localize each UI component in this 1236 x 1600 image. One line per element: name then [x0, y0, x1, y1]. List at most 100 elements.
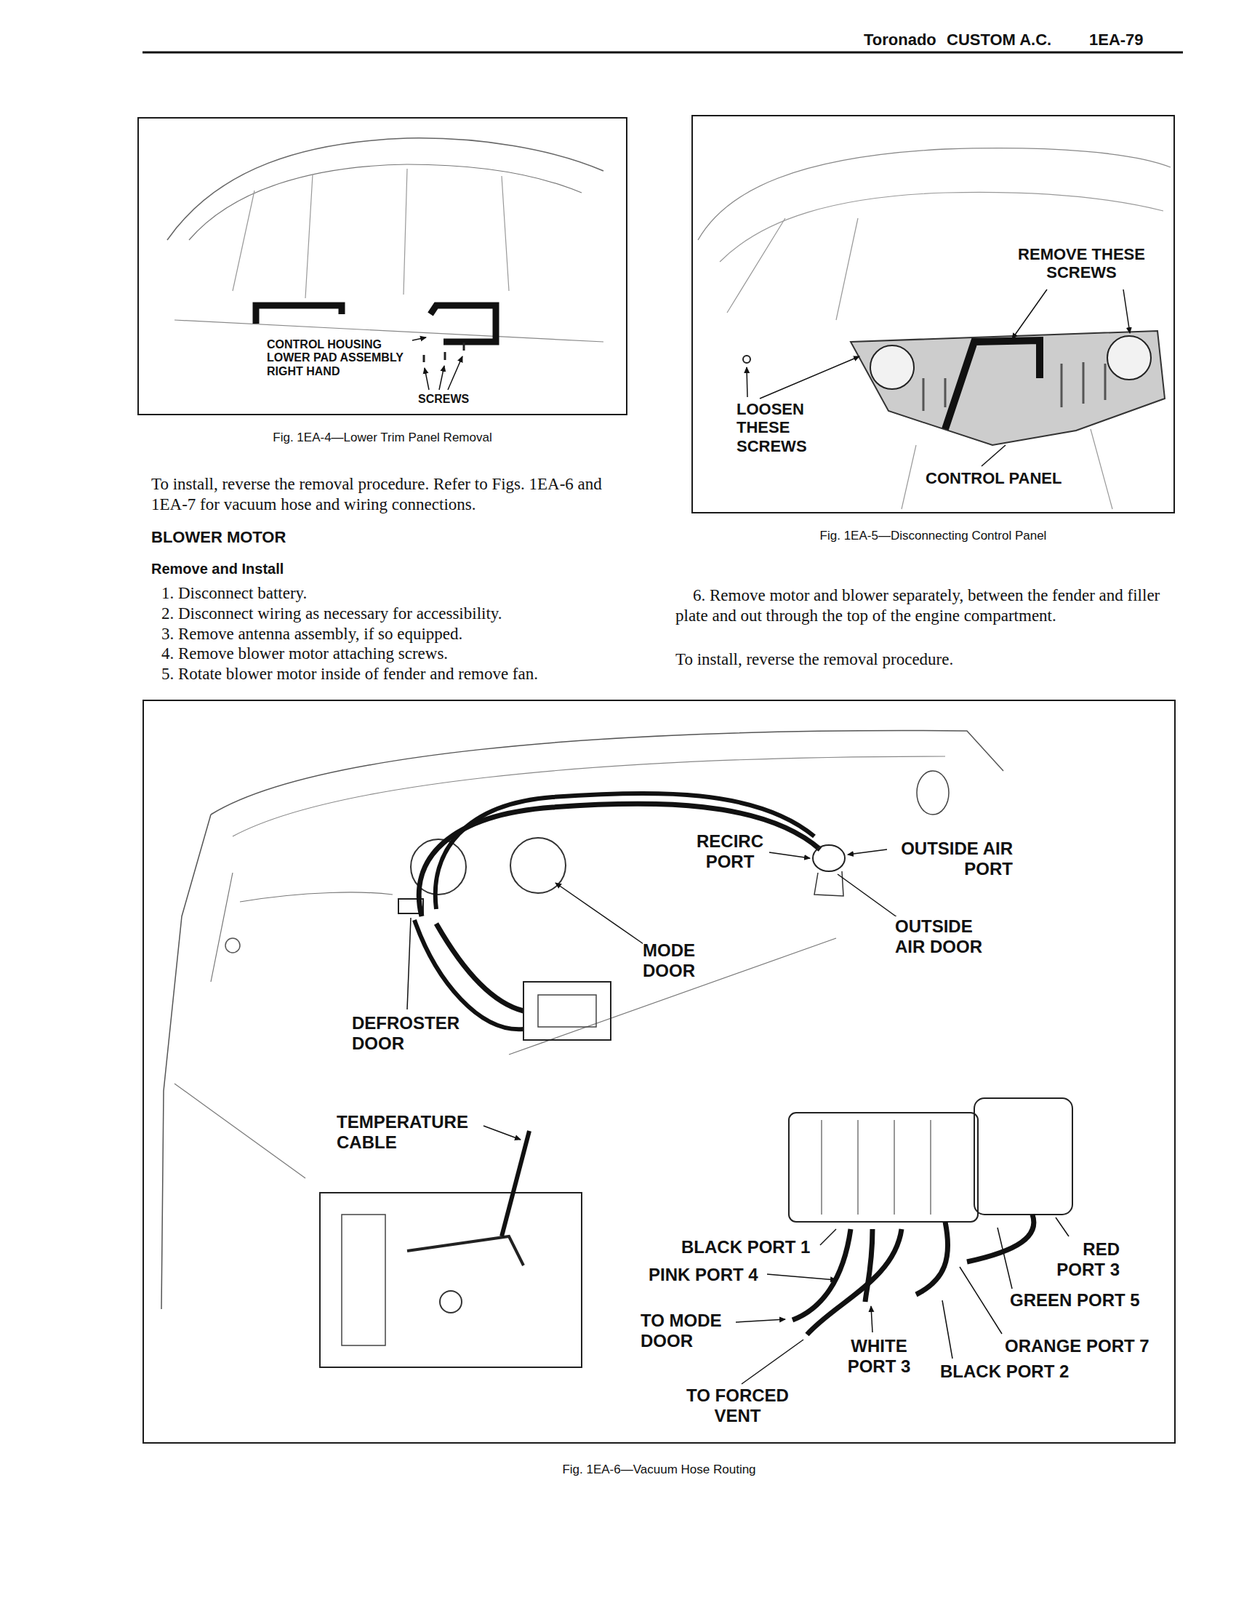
leader-line [959, 1266, 1002, 1334]
callout-label: CONTROL PANEL [925, 468, 1062, 488]
vent [225, 937, 240, 953]
page-number: 1EA-79 [1089, 30, 1144, 50]
vacuum-hose [865, 1228, 873, 1302]
vacuum-hose [418, 803, 821, 917]
callout-label: OUTSIDE AIR DOOR [895, 916, 990, 957]
body-paragraph: To install, reverse the removal procedur… [151, 474, 632, 515]
leader-line [447, 356, 463, 390]
leader-line [837, 873, 898, 918]
trim-panel-illustration [167, 138, 604, 390]
figure-caption: Fig. 1EA-4—Lower Trim Panel Removal [137, 430, 628, 445]
running-head: Toronado [863, 30, 937, 50]
leader-line [820, 1228, 837, 1245]
figure-frame: RECIRC PORT OUTSIDE AIR PORT OUTSIDE AIR D… [142, 699, 1176, 1444]
leader-line [746, 367, 748, 397]
procedure-step: 1. Disconnect battery. [161, 583, 307, 604]
procedure-step: 5. Rotate blower motor inside of fender … [161, 663, 539, 685]
valve-rib [821, 1119, 931, 1215]
leader-line [767, 1273, 837, 1280]
procedure-step: 4. Remove blower motor attaching screws. [161, 643, 448, 664]
dash-outline [189, 164, 582, 240]
vacuum-hose [436, 923, 524, 1011]
control-panel-illustration [697, 148, 1171, 509]
temperature-lever [407, 1236, 524, 1266]
leader-line [483, 1125, 521, 1140]
leader-line [759, 356, 860, 399]
leader-line [735, 1318, 786, 1322]
leader-line [847, 849, 888, 855]
leader-line [439, 365, 445, 390]
section-heading: BLOWER MOTOR [151, 527, 286, 547]
leader-line [407, 917, 411, 1010]
lower-pad [255, 305, 342, 324]
dash-outline [167, 138, 604, 240]
temperature-control [319, 1192, 582, 1367]
vacuum-hose-illustration [161, 730, 1073, 1384]
callout-label: LOOSEN THESE SCREWS [736, 399, 813, 456]
leader-line [1123, 289, 1130, 333]
callout-label: REMOVE THESE SCREWS [1010, 245, 1153, 283]
callout-label: OUTSIDE AIR PORT [889, 838, 1013, 879]
running-head: CUSTOM A.C. [946, 30, 1052, 50]
callout-label: CONTROL HOUSING LOWER PAD ASSEMBLY RIGHT… [266, 338, 413, 379]
control-panel [850, 330, 1165, 445]
procedure-step: 2. Disconnect wiring as necessary for ac… [161, 603, 503, 624]
dash-edge [239, 892, 393, 902]
leader-line [424, 367, 429, 390]
figure-caption: Fig. 1EA-6—Vacuum Hose Routing [142, 1462, 1176, 1477]
callout-label: TO MODE DOOR [640, 1310, 732, 1351]
callout-label: WHITE PORT 3 [842, 1335, 916, 1376]
vent [916, 770, 949, 815]
callout-label: ORANGE PORT 7 [1004, 1335, 1150, 1356]
leader-line [1055, 1217, 1069, 1236]
figure-frame: CONTROL HOUSING LOWER PAD ASSEMBLY RIGHT… [137, 117, 628, 416]
subsection-heading: Remove and Install [151, 560, 284, 578]
dash-outline [697, 148, 1171, 240]
dash-detail [232, 168, 509, 299]
vacuum-hose [807, 1228, 902, 1335]
leader-line [769, 852, 810, 858]
callout-label: TO FORCED VENT [681, 1385, 794, 1426]
panel-trim [945, 340, 1040, 429]
vacuum-valve [974, 1097, 1073, 1215]
control-knob [870, 345, 914, 389]
procedure-step: 3. Remove antenna assembly, if so equipp… [161, 623, 463, 645]
callout-label: RECIRC PORT [693, 831, 767, 872]
procedure-step: 6. Remove motor and blower separately, b… [675, 585, 1170, 626]
leader-line [942, 1299, 953, 1359]
control-housing-pad [430, 305, 496, 342]
vacuum-hose [435, 793, 815, 909]
temperature-cable [501, 1130, 530, 1236]
callout-label: BLACK PORT 2 [940, 1361, 1069, 1382]
callout-label: TEMPERATURE CABLE [336, 1111, 483, 1152]
callout-label: PINK PORT 4 [648, 1264, 759, 1285]
temperature-control [439, 1290, 462, 1313]
figure-caption: Fig. 1EA-5—Disconnecting Control Panel [691, 528, 1175, 544]
leader-line [997, 1227, 1013, 1289]
callout-label: DEFROSTER DOOR [351, 1012, 469, 1053]
screw [743, 355, 751, 363]
vacuum-hose [916, 1221, 949, 1295]
callout-label: RED PORT 3 [1046, 1238, 1120, 1279]
dash-side [161, 814, 211, 1309]
mode-door-unit [538, 994, 597, 1027]
leader-line [741, 1339, 804, 1384]
control-knob [1107, 335, 1151, 380]
body-paragraph: To install, reverse the removal procedur… [675, 649, 954, 670]
panel-slot [923, 362, 1106, 411]
dash-detail [174, 872, 306, 1178]
callout-label: SCREWS [418, 392, 469, 406]
screw [423, 342, 464, 363]
header-rule [142, 51, 1183, 54]
floor-line [508, 937, 837, 1055]
outside-air-door [812, 844, 845, 872]
figure-frame: REMOVE THESE SCREWS LOOSEN THESE SCREWS CO… [691, 114, 1175, 514]
callout-label: BLACK PORT 1 [681, 1236, 810, 1258]
vacuum-valve [788, 1112, 978, 1222]
temperature-control [341, 1214, 386, 1346]
leader-line [871, 1305, 873, 1332]
leader-line [1012, 289, 1047, 339]
mode-door-unit [523, 981, 611, 1040]
